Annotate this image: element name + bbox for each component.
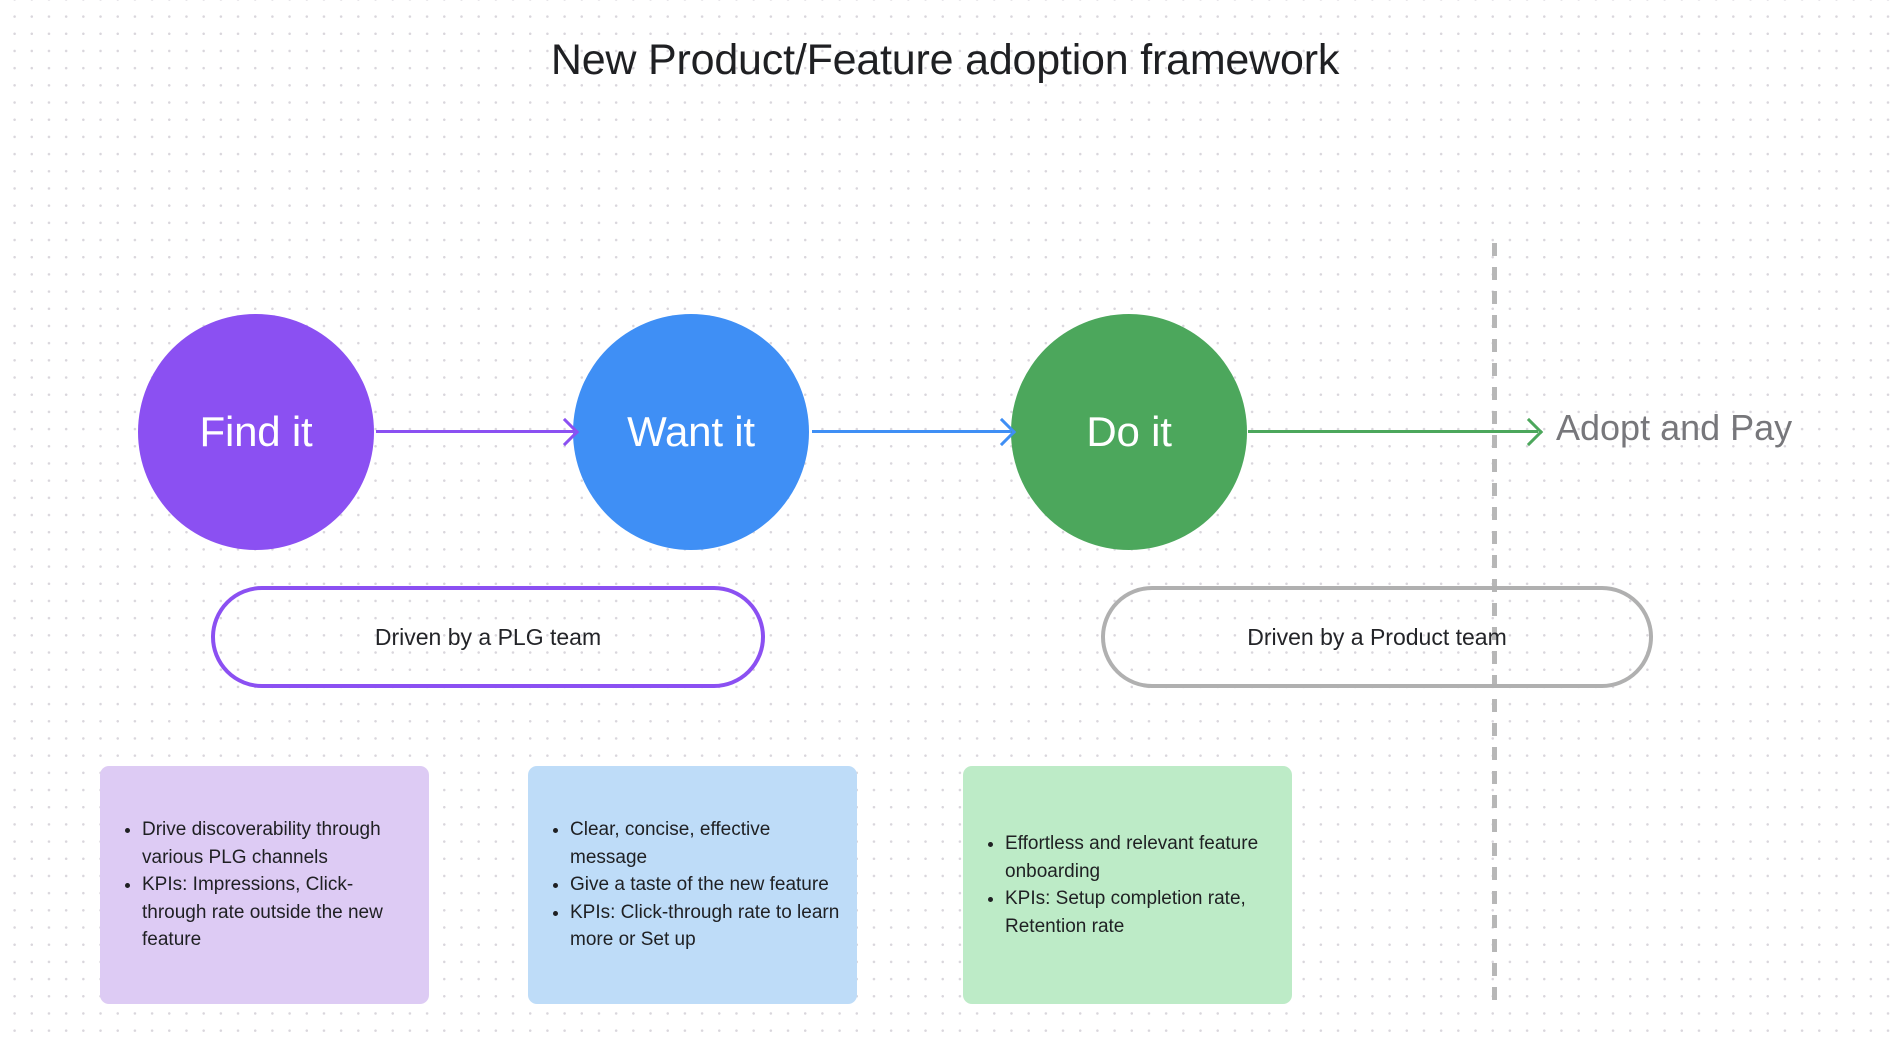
list-item: Give a taste of the new feature — [570, 871, 841, 899]
stage-circle-want-it[interactable]: Want it — [573, 314, 809, 550]
list-item: KPIs: Setup completion rate, Retention r… — [1005, 885, 1276, 940]
detail-card-do-it[interactable]: Effortless and relevant feature onboardi… — [963, 766, 1292, 1004]
detail-card-do-it-bullets: Effortless and relevant feature onboardi… — [963, 830, 1292, 940]
stage-circle-want-it-label: Want it — [627, 408, 755, 455]
stage-circle-find-it[interactable]: Find it — [138, 314, 374, 550]
dashed-divider — [1492, 243, 1497, 1008]
stage-circle-do-it[interactable]: Do it — [1011, 314, 1247, 550]
stage-circle-find-it-label: Find it — [199, 408, 313, 455]
ownership-pill-plg-team[interactable]: Driven by a PLG team — [211, 586, 765, 688]
list-item: Drive discoverability through various PL… — [142, 816, 413, 871]
detail-card-want-it[interactable]: Clear, concise, effective message Give a… — [528, 766, 857, 1004]
detail-card-want-it-bullets: Clear, concise, effective message Give a… — [528, 816, 857, 954]
list-item: Clear, concise, effective message — [570, 816, 841, 871]
page-title: New Product/Feature adoption framework — [550, 36, 1340, 84]
ownership-pill-product-team-label: Driven by a Product team — [1247, 623, 1507, 650]
list-item: Effortless and relevant feature onboardi… — [1005, 830, 1276, 885]
list-item: KPIs: Impressions, Click-through rate ou… — [142, 871, 413, 954]
arrow-find-it-to-want-it-icon — [376, 417, 580, 446]
terminal-outcome-label: Adopt and Pay — [1556, 407, 1793, 448]
stage-circle-do-it-label: Do it — [1086, 408, 1172, 455]
arrow-shaft — [1248, 430, 1538, 433]
arrow-shaft — [376, 430, 574, 433]
detail-card-find-it[interactable]: Drive discoverability through various PL… — [100, 766, 429, 1004]
arrow-shaft — [812, 430, 1011, 433]
arrow-head — [1514, 417, 1544, 446]
arrow-do-it-to-adopt-and-pay-icon — [1248, 417, 1544, 446]
ownership-pill-plg-team-label: Driven by a PLG team — [374, 623, 602, 650]
detail-card-find-it-bullets: Drive discoverability through various PL… — [100, 816, 429, 954]
arrow-want-it-to-do-it-icon — [812, 417, 1017, 446]
ownership-pill-product-team[interactable]: Driven by a Product team — [1101, 586, 1653, 688]
list-item: KPIs: Click-through rate to learn more o… — [570, 899, 841, 954]
